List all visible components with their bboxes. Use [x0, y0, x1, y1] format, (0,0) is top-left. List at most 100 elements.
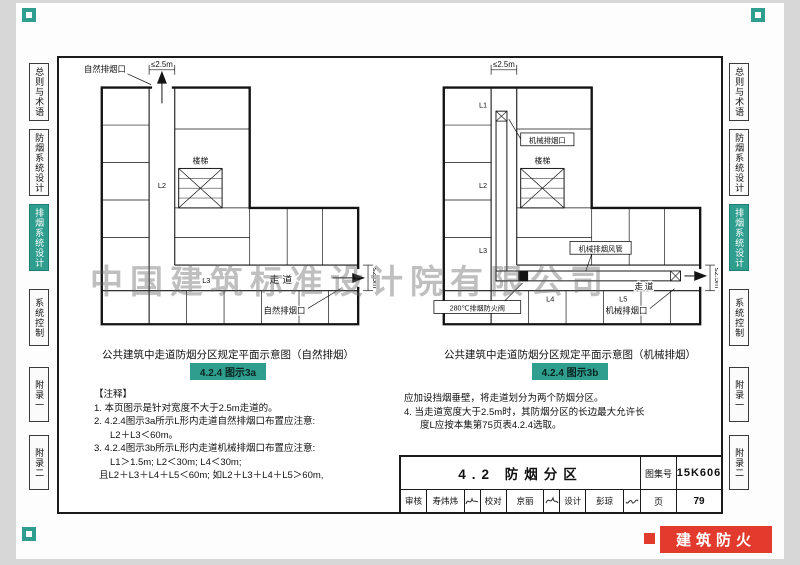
segment-l5-label: L5	[619, 295, 627, 304]
sidebar-item-smoke-proof-design[interactable]: 防烟系统设计	[29, 129, 49, 196]
tab-label: 附录二	[734, 447, 745, 478]
tab-label: 系统控制	[34, 297, 45, 338]
stairs	[520, 167, 565, 209]
caption-mechanical: 公共建筑中走道防烟分区规定平面示意图（机械排烟）	[444, 349, 696, 361]
fire-damper-valve	[518, 270, 529, 282]
tab-label: 防烟系统设计	[734, 132, 745, 193]
corridor-label: 走道	[635, 282, 656, 292]
sidebar-item-general-terms[interactable]: 总则与术语	[29, 63, 49, 121]
sidebar-item-appendix-1[interactable]: 附录一	[29, 367, 49, 422]
corridor-label: 走道	[269, 273, 295, 286]
role-name: 寿炜炜	[427, 490, 465, 512]
note-line: L1＞1.5m; L2＜30m; L4＜30m;	[110, 456, 242, 468]
stairs-label: 楼梯	[535, 156, 551, 166]
tab-label: 总则与术语	[34, 67, 45, 117]
exhaust-top-callout: 自然排烟口	[84, 64, 126, 74]
tab-label: 系统控制	[734, 297, 745, 338]
tab-label: 附录二	[34, 447, 45, 478]
series-badge: 建筑防火	[660, 526, 772, 553]
dimension-right	[363, 264, 373, 292]
role-name: 彭琼	[586, 490, 625, 512]
natural-exhaust-opening-top	[152, 70, 172, 104]
note-line: 4. 当走道宽度大于2.5m时，其防烟分区的长边最大允许长	[404, 406, 645, 418]
approval-row: 审核 寿炜炜 校对 京丽 设计 彭琼	[401, 490, 641, 512]
segment-l4-label: L4	[546, 295, 554, 304]
dimension-top-label: ≤2.5m	[493, 60, 515, 69]
airflow-arrow-up-icon	[157, 70, 167, 84]
note-line: 2. 4.2.4图示3a所示L形内走道自然排烟口布置应注意:	[94, 416, 316, 427]
registration-mark-icon	[751, 8, 765, 22]
building-walls	[442, 86, 702, 326]
signature-scribble	[624, 490, 640, 512]
segment-l3-label: L3	[202, 276, 210, 285]
duct-label: 机械排烟风管	[578, 244, 622, 253]
tab-label: 附录一	[34, 379, 45, 410]
valve-label: 280℃排烟防火阀	[450, 303, 505, 312]
sidebar-item-smoke-exhaust-design[interactable]: 排烟系统设计	[29, 204, 49, 271]
role-label: 设计	[560, 490, 587, 512]
sidebar-item-general-terms[interactable]: 总则与术语	[729, 63, 749, 121]
note-line: 3. 4.2.4图示3b所示L形内走道机械排烟口布置应注意:	[94, 443, 316, 454]
role-label: 审核	[401, 490, 427, 512]
note-line: 度L应按本集第75页表4.2.4选取。	[420, 420, 562, 431]
caption-natural: 公共建筑中走道防烟分区规定平面示意图（自然排烟）	[102, 349, 354, 361]
exhaust-right-callout: 自然排烟口	[264, 305, 306, 315]
leader-line	[649, 288, 675, 309]
tab-label: 附录一	[734, 379, 745, 410]
role-name: 京丽	[507, 490, 545, 512]
dimension-right-label: ≤2.5m	[371, 268, 376, 288]
tab-label: 防烟系统设计	[34, 132, 45, 193]
sidebar-item-appendix-2[interactable]: 附录二	[29, 435, 49, 490]
signature-scribble	[465, 490, 481, 512]
segment-l1-label: L1	[479, 100, 487, 109]
tab-label: 排烟系统设计	[34, 207, 45, 268]
note-line: 且L2＋L3＋L4＋L5＜60m; 如L2＋L3＋L4＋L5＞60m,	[99, 470, 324, 481]
stairs	[178, 167, 223, 209]
mechanical-exhaust-duct	[495, 110, 681, 282]
sidebar-item-smoke-exhaust-design[interactable]: 排烟系统设计	[729, 204, 749, 271]
title-block: 4.2 防烟分区 图集号 15K606 审核 寿炜炜 校对 京丽 设计 彭琼 页…	[399, 455, 721, 512]
segment-l2-label: L2	[158, 181, 166, 190]
leader-line	[127, 73, 152, 85]
note-line: 1. 本页图示是针对宽度不大于2.5m走道的。	[94, 402, 278, 414]
page-number: 79	[693, 495, 705, 507]
figure-tag-wrap: 4.2.4 图示3a	[80, 363, 376, 381]
registration-mark-icon	[22, 527, 36, 541]
note-line: L2＋L3＜60m。	[110, 429, 179, 441]
callout-valve: 280℃排烟防火阀	[433, 282, 523, 314]
tab-label: 排烟系统设计	[734, 207, 745, 268]
section-title: 4.2 防烟分区	[401, 457, 641, 490]
natural-exhaust-opening-right	[332, 269, 366, 287]
atlas-number-value: 15K606	[677, 457, 721, 490]
airflow-arrow-right-icon	[352, 272, 366, 283]
notes-title: 【注释】	[94, 389, 133, 400]
role-label: 校对	[481, 490, 507, 512]
callout-duct: 机械排烟风管	[569, 241, 632, 272]
registration-mark-icon	[22, 8, 36, 22]
atlas-number-label: 图集号	[641, 457, 677, 490]
sidebar-item-smoke-proof-design[interactable]: 防烟系统设计	[729, 129, 749, 196]
sidebar-item-appendix-1[interactable]: 附录一	[729, 367, 749, 422]
signature-scribble	[544, 490, 561, 512]
figure-tag-wrap: 4.2.4 图示3b	[422, 363, 718, 381]
exhaust-opening-right	[684, 269, 708, 287]
sidebar-item-system-control[interactable]: 系统控制	[29, 289, 49, 346]
notes-right-column: 应加设挡烟垂壁，将走道划分为两个防烟分区。 4. 当走道宽度大于2.5m时，其防…	[404, 392, 718, 433]
dimension-top-label: ≤2.5m	[151, 60, 173, 69]
segment-l3-label: L3	[479, 246, 487, 255]
figure-tag-3b: 4.2.4 图示3b	[531, 363, 609, 380]
stairs-label: 楼梯	[193, 156, 209, 166]
segment-l2-label: L2	[479, 181, 487, 190]
sidebar-item-system-control[interactable]: 系统控制	[729, 289, 749, 346]
dimension-top	[148, 64, 176, 75]
building-walls	[100, 86, 360, 326]
mechanical-outlet-label: 机械排烟口	[529, 136, 566, 145]
airflow-arrow-right-icon	[694, 271, 708, 281]
notes-left-column: 【注释】 1. 本页图示是针对宽度不大于2.5m走道的。 2. 4.2.4图示3…	[94, 388, 394, 483]
note-line: 应加设挡烟垂壁，将走道划分为两个防烟分区。	[404, 393, 604, 404]
floor-plan-natural-exhaust: ≤2.5m 自然排烟口 ≤2.5m 自然排烟口 走道 L2 L3 楼梯	[83, 59, 376, 326]
sidebar-item-appendix-2[interactable]: 附录二	[729, 435, 749, 490]
badge-square-icon	[644, 533, 655, 544]
figure-tag-3a: 4.2.4 图示3a	[189, 363, 267, 380]
leader-line	[307, 288, 341, 309]
